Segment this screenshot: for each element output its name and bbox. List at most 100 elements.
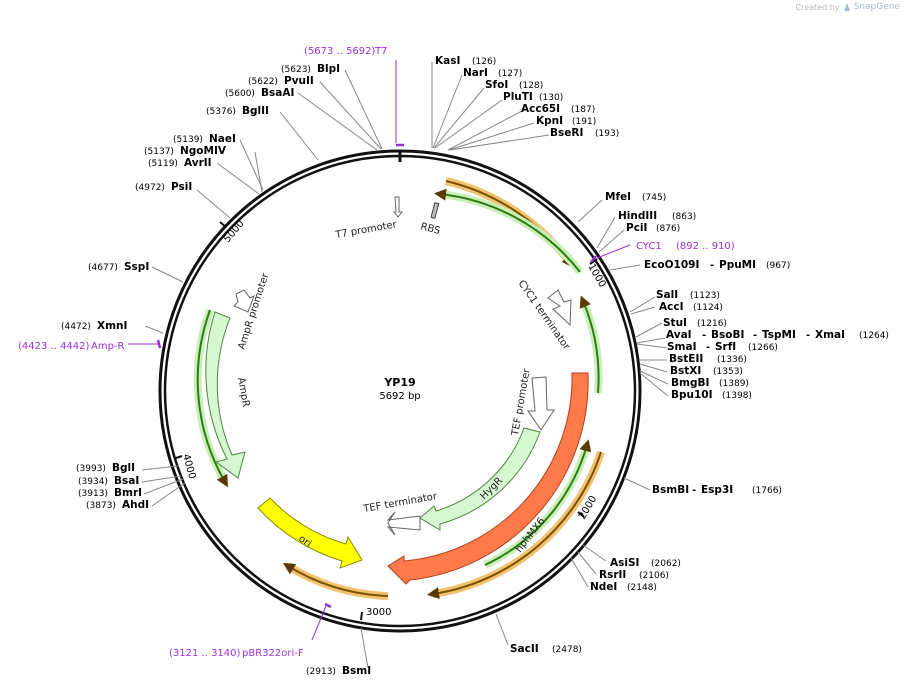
site-ngomiv: NgoMIV [180, 145, 227, 157]
site-smai: SmaI [667, 341, 697, 353]
sites-right-labels: KasI (126) NarI (127) SfoI (128) PluTI (… [435, 55, 889, 655]
site-bsaai-pos: (5600) [225, 89, 255, 99]
site-bsobi: BsoBI [711, 329, 744, 341]
primer-leaders [128, 60, 631, 641]
site-bstxi: BstXI [670, 365, 701, 377]
site-pcii: PciI [626, 222, 647, 234]
primer-mark-pbr322 [324, 602, 332, 609]
snapgene-credit: Created by SnapGene [796, 2, 900, 12]
site-nari: NarI [463, 67, 488, 79]
site-bseri-pos: (193) [595, 129, 619, 139]
site-bpu10i: Bpu10I [671, 389, 713, 401]
site-asisi-pos: (2062) [651, 559, 681, 569]
primer-range-t7: (5673 .. 5692) [304, 46, 376, 57]
tick-label-4000: 4000 [180, 453, 197, 480]
tick-5000: 5000 [219, 218, 247, 245]
cyc1-terminator-arrow [547, 289, 572, 327]
site-nari-pos: (127) [498, 69, 522, 79]
site-bstxi-pos: (1353) [713, 367, 743, 377]
site-ndei: NdeI [590, 581, 617, 593]
tick-3000: 3000 [360, 607, 391, 621]
hygr-arrow [419, 427, 541, 531]
site-bglii-pos: (5376) [206, 107, 236, 117]
site-bsmbi: BsmBI [652, 484, 689, 496]
site-xmni: XmnI [97, 320, 127, 332]
site-rsrii-pos: (2106) [639, 571, 669, 581]
site-acci-pos: (1124) [693, 303, 723, 313]
site-bmri: BmrI [114, 487, 142, 499]
site-ahdi: AhdI [122, 499, 149, 511]
site-bsmi-pos: (2913) [306, 667, 336, 677]
site-blpi: BlpI [317, 63, 340, 75]
snapgene-brand-text: SnapGene [853, 2, 900, 12]
created-by-text: Created by [795, 2, 840, 12]
site-ngomiv-pos: (5137) [144, 147, 174, 157]
site-naei: NaeI [209, 133, 236, 145]
site-kasi: KasI [435, 55, 460, 67]
site-kpni-pos: (191) [572, 117, 596, 127]
site-blpi-pos: (5623) [281, 65, 311, 75]
t7-promoter-arrow [392, 196, 404, 218]
site-pluti-pos: (130) [539, 93, 563, 103]
site-tspmi: TspMI [762, 329, 796, 341]
primer-mark-ampr [156, 339, 162, 349]
site-naei-pos: (5139) [173, 135, 203, 145]
svg-text:-: - [753, 330, 757, 341]
plasmid-name: YP19 [383, 376, 415, 389]
snapgene-logo-icon [843, 3, 850, 11]
plasmid-size: 5692 bp [379, 391, 420, 402]
site-bpu10i-pos: (1398) [722, 391, 752, 401]
tick-label-3000: 3000 [366, 607, 391, 618]
primer-range-cyc1: (892 .. 910) [676, 241, 735, 252]
site-acc65i: Acc65I [521, 103, 560, 115]
site-bglii: BglII [242, 105, 269, 117]
tef-promoter-arrow [527, 376, 555, 431]
site-psii-pos: (4972) [135, 183, 165, 193]
site-ndei-pos: (2148) [627, 583, 657, 593]
site-avrii-pos: (5119) [148, 159, 178, 169]
feature-label-rbs: RBS [419, 221, 441, 237]
site-ecoo109i-pos: (967) [766, 261, 790, 271]
site-ppumi: PpuMI [719, 259, 756, 271]
site-leaders-left [141, 69, 383, 669]
site-esp3i: Esp3I [701, 484, 733, 496]
site-asisi: AsiSI [610, 557, 639, 569]
site-leaders-right [431, 62, 669, 646]
site-bseri: BseRI [550, 127, 583, 139]
site-bsai: BsaI [114, 475, 139, 487]
site-pcii-pos: (876) [656, 224, 680, 234]
site-sfoi: SfoI [485, 79, 508, 91]
site-bmgbi-pos: (1389) [719, 379, 749, 389]
ampr-arrow [205, 311, 246, 479]
feature-label-ampr: AmpR [235, 377, 251, 408]
svg-text:-: - [702, 330, 706, 341]
site-bmri-pos: (3913) [78, 489, 108, 499]
site-bgli: BglI [112, 462, 135, 474]
svg-text:-: - [710, 260, 714, 271]
site-ahdi-pos: (3873) [86, 501, 116, 511]
feature-label-tef-promoter: TEF promoter [510, 367, 533, 437]
svg-text:-: - [706, 342, 710, 353]
rbs-box [430, 202, 440, 219]
site-xmni-pos: (4472) [61, 322, 91, 332]
site-bsmi: BsmI [342, 665, 371, 677]
site-mfei: MfeI [605, 191, 631, 203]
site-bsteii: BstEII [669, 353, 703, 365]
site-bgli-pos: (3993) [76, 464, 106, 474]
site-hindiii: HindIII [618, 210, 657, 222]
site-pvuii-pos: (5622) [248, 77, 278, 87]
site-bsaai: BsaAI [261, 87, 294, 99]
site-xmai: XmaI [815, 329, 845, 341]
site-srfi: SrfI [715, 341, 736, 353]
site-avai-pos: (1264) [859, 331, 889, 341]
site-kasi-pos: (126) [472, 57, 496, 67]
site-pluti: PluTI [503, 91, 533, 103]
svg-text:-: - [692, 485, 696, 496]
site-ecoo109i: EcoO109I [644, 259, 699, 271]
orf-arrow-top-orange [445, 177, 574, 266]
site-sali: SalI [656, 289, 678, 301]
primer-mark-cyc1 [590, 255, 597, 263]
tef-terminator-arrow [386, 511, 421, 536]
site-bsmbi-pos: (1766) [752, 486, 782, 496]
